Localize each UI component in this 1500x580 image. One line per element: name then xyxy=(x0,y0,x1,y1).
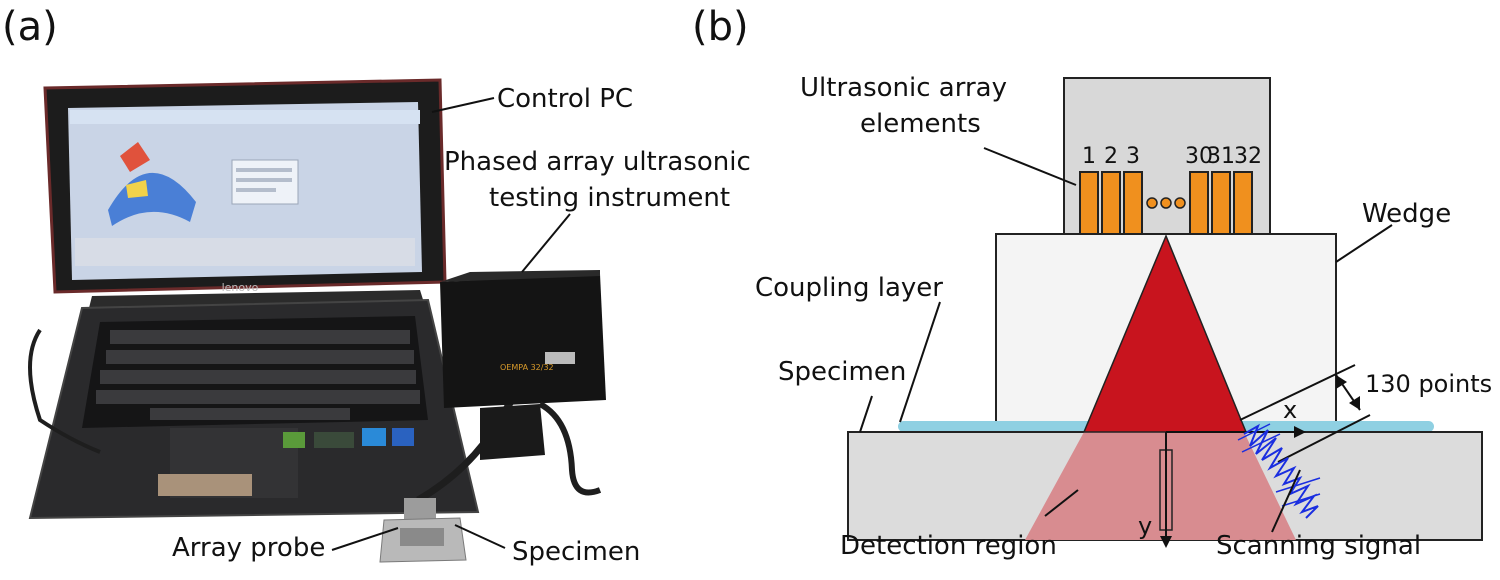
instrument-photo: OEMPA 32/32 xyxy=(440,270,606,496)
leader-coupling xyxy=(899,301,941,423)
scan-extent-line xyxy=(1239,364,1356,421)
label-instrument-line2: testing instrument xyxy=(489,183,730,213)
x-axis-label: x xyxy=(1283,396,1297,424)
label-wedge: Wedge xyxy=(1362,199,1451,229)
leader-specimen-b xyxy=(859,395,873,433)
scan-extent-line-2 xyxy=(1277,414,1371,463)
dimension-arrow-top xyxy=(1336,375,1347,389)
lan-cable xyxy=(28,328,101,454)
array-probe-photo xyxy=(379,498,467,563)
dimension-arrow-bottom xyxy=(1349,396,1360,410)
element-number-32: 32 xyxy=(1234,144,1262,169)
label-control-pc: Control PC xyxy=(497,84,633,114)
element-number-31: 31 xyxy=(1207,144,1235,169)
y-axis-label: y xyxy=(1138,512,1152,540)
element-number-1: 1 xyxy=(1082,144,1096,169)
leader-array-elements xyxy=(983,147,1077,186)
label-instrument-line1: Phased array ultrasonic xyxy=(444,147,751,177)
element-number-2: 2 xyxy=(1104,144,1118,169)
array-element-32 xyxy=(1233,171,1253,235)
label-array-probe: Array probe xyxy=(172,533,325,563)
leader-array-probe xyxy=(331,527,399,551)
label-130-points: 130 points xyxy=(1365,370,1492,398)
label-coupling: Coupling layer xyxy=(755,273,943,303)
label-scanning: Scanning signal xyxy=(1216,531,1421,561)
y-axis-arrow xyxy=(1160,536,1172,548)
label-elements-line2: elements xyxy=(860,109,981,139)
leader-detection xyxy=(1044,489,1079,517)
leader-specimen-a xyxy=(454,524,506,549)
leader-control-pc xyxy=(431,97,495,113)
panel-a-tag: (a) xyxy=(2,4,58,50)
leader-scanning xyxy=(1271,469,1301,533)
label-detection: Detection region xyxy=(840,531,1057,561)
label-specimen-b: Specimen xyxy=(778,357,906,387)
instrument-badge: OEMPA 32/32 xyxy=(500,363,554,372)
ellipsis-dots xyxy=(1146,197,1186,209)
element-number-30: 30 xyxy=(1185,144,1213,169)
element-number-3: 3 xyxy=(1126,144,1140,169)
scanning-signal-trace xyxy=(1243,423,1319,519)
panel-b-tag: (b) xyxy=(692,4,749,50)
scanning-signal-hatch xyxy=(1237,423,1321,507)
laptop-photo: lenovo xyxy=(28,78,480,520)
leader-instrument xyxy=(521,213,571,273)
label-elements-line1: Ultrasonic array xyxy=(800,73,1007,103)
leader-wedge xyxy=(1335,224,1393,263)
x-axis-arrow xyxy=(1294,426,1306,438)
array-element-3 xyxy=(1123,171,1143,235)
label-specimen-a: Specimen xyxy=(512,537,640,567)
array-element-1 xyxy=(1079,171,1099,235)
array-element-30 xyxy=(1189,171,1209,235)
array-element-2 xyxy=(1101,171,1121,235)
laptop-brand: lenovo xyxy=(222,281,259,294)
array-element-31 xyxy=(1211,171,1231,235)
